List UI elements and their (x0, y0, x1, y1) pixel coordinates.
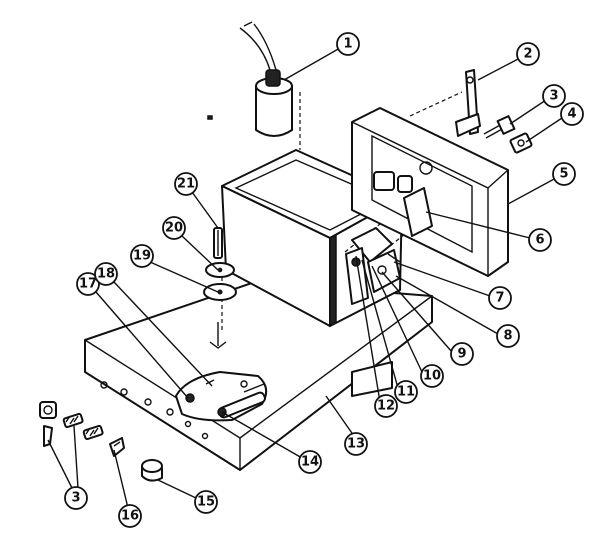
callout-10: 10 (420, 364, 444, 388)
callout-14-label: 14 (301, 455, 319, 470)
callout-11: 11 (394, 380, 418, 404)
callout-21-label: 21 (177, 177, 195, 192)
callout-18: 18 (94, 262, 118, 286)
callout-3-lower: 3 (64, 486, 88, 510)
washer-19 (203, 283, 237, 301)
clip (109, 437, 125, 457)
callout-17: 17 (76, 272, 100, 296)
callout-5: 5 (552, 162, 576, 186)
callout-20: 20 (162, 216, 186, 240)
pin (213, 227, 223, 259)
callout-3-lower-label: 3 (71, 491, 80, 506)
callout-2: 2 (516, 42, 540, 66)
callout-8: 8 (496, 324, 520, 348)
callout-1-label: 1 (343, 37, 352, 52)
shaft (217, 383, 266, 419)
callout-17-label: 17 (79, 277, 97, 292)
callout-6: 6 (528, 228, 552, 252)
mounting-bracket (409, 69, 481, 137)
grommet (39, 401, 57, 419)
callout-5-label: 5 (559, 167, 568, 182)
callout-19-label: 19 (133, 249, 151, 264)
callout-7: 7 (488, 286, 512, 310)
callout-18-label: 18 (97, 267, 115, 282)
callout-20-label: 20 (165, 221, 183, 236)
callout-12: 12 (374, 394, 398, 418)
callout-6-label: 6 (535, 233, 544, 248)
spring-2 (82, 424, 104, 441)
washer-20 (205, 262, 235, 278)
callout-13: 13 (344, 432, 368, 456)
callout-11-label: 11 (397, 385, 415, 400)
callout-8-label: 8 (503, 329, 512, 344)
rivet (209, 322, 227, 349)
mounting-frame (351, 107, 509, 277)
callout-10-label: 10 (423, 369, 441, 384)
callout-12-label: 12 (377, 399, 395, 414)
nut (509, 132, 533, 154)
callout-15: 15 (194, 490, 218, 514)
callout-14: 14 (298, 450, 322, 474)
callout-16: 16 (118, 504, 142, 528)
callout-3-label: 3 (549, 89, 558, 104)
callout-16-label: 16 (121, 509, 139, 524)
callout-7-label: 7 (495, 291, 504, 306)
callout-21: 21 (174, 172, 198, 196)
capacitor (239, 21, 293, 137)
callout-4: 4 (560, 102, 584, 126)
callout-1: 1 (336, 32, 360, 56)
callout-13-label: 13 (347, 437, 365, 452)
screw (483, 115, 516, 139)
callout-2-label: 2 (523, 47, 532, 62)
switch-assembly (345, 227, 401, 305)
callout-9: 9 (450, 342, 474, 366)
knob (141, 459, 163, 482)
leader-lines (47, 47, 563, 509)
callout-4-label: 4 (567, 107, 576, 122)
spring-1 (62, 412, 84, 429)
callout-19: 19 (130, 244, 154, 268)
callout-9-label: 9 (457, 347, 466, 362)
callout-3: 3 (542, 84, 566, 108)
spade-terminal (43, 425, 53, 447)
dot-mark (207, 115, 213, 120)
callout-15-label: 15 (197, 495, 215, 510)
